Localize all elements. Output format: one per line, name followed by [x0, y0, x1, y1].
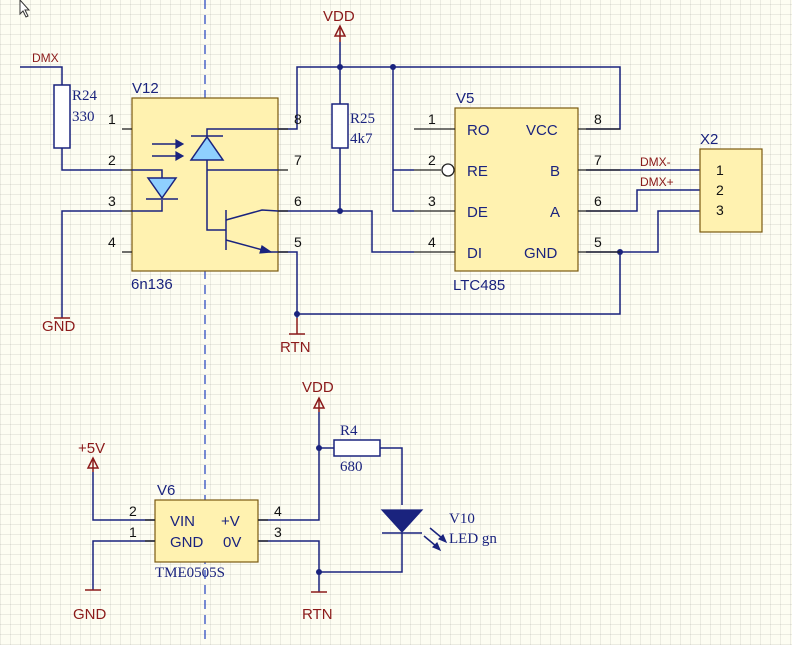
v5-pinname-gnd: GND	[524, 245, 558, 262]
plus5v-power-port[interactable]	[86, 456, 100, 472]
v5-pin-3: 3	[428, 193, 436, 209]
dcdc-converter-v6[interactable]	[145, 499, 268, 563]
gnd-label-bottom: GND	[73, 606, 107, 623]
vdd-power-port-top[interactable]	[333, 24, 347, 42]
v5-ref: V5	[456, 90, 474, 107]
v6-pin-3: 3	[274, 524, 282, 540]
v6-pinname-plusv: +V	[221, 513, 240, 530]
v12-pin-7: 7	[294, 152, 302, 168]
v6-pinname-gnd: GND	[170, 534, 204, 551]
v5-pin-1: 1	[428, 111, 436, 127]
v5-pinname-ro: RO	[467, 122, 490, 139]
r25-value: 4k7	[350, 131, 373, 147]
r24-ref: R24	[72, 88, 98, 104]
vdd-label-mid: VDD	[302, 379, 334, 396]
v6-pin-2: 2	[129, 503, 137, 519]
vdd-label-top: VDD	[323, 8, 355, 25]
v12-pin-3: 3	[108, 193, 116, 209]
resistor-r24[interactable]	[53, 84, 71, 149]
v12-pin-2: 2	[108, 152, 116, 168]
resistor-r25[interactable]	[331, 103, 349, 149]
x2-pin-1: 1	[716, 162, 724, 178]
v5-pin-2: 2	[428, 152, 436, 168]
rtn-label-top: RTN	[280, 339, 311, 356]
v5-part: LTC485	[453, 277, 505, 294]
v6-pinname-zerov: 0V	[223, 534, 241, 551]
v5-pinname-a: A	[550, 204, 560, 221]
v12-ref: V12	[132, 80, 159, 97]
x2-pin-2: 2	[716, 182, 724, 198]
net-label-dmx-plus: DMX+	[640, 175, 674, 189]
connector-x2[interactable]	[699, 148, 763, 233]
optocoupler-v12[interactable]	[122, 97, 288, 272]
resistor-r4[interactable]	[333, 439, 381, 457]
v12-pin-4: 4	[108, 234, 116, 250]
v6-pin-1: 1	[129, 524, 137, 540]
v5-pinname-de: DE	[467, 204, 488, 221]
r4-ref: R4	[340, 423, 358, 439]
v12-part: 6n136	[131, 276, 173, 293]
v12-pin-1: 1	[108, 111, 116, 127]
r24-value: 330	[72, 109, 95, 125]
v6-ref: V6	[157, 482, 175, 499]
mouse-pointer-icon	[19, 0, 31, 18]
v5-pin-4: 4	[428, 234, 436, 250]
r4-value: 680	[340, 459, 363, 475]
v5-pinname-re: RE	[467, 163, 488, 180]
v12-pin-8: 8	[294, 111, 302, 127]
transceiver-v5[interactable]	[414, 107, 620, 272]
v6-pin-4: 4	[274, 503, 282, 519]
gnd-label-left: GND	[42, 318, 76, 335]
v10-ref: V10	[449, 511, 475, 527]
x2-ref: X2	[700, 131, 718, 148]
v5-pin-6: 6	[594, 193, 602, 209]
v5-pinname-b: B	[550, 163, 560, 180]
rtn-label-bottom: RTN	[302, 606, 333, 623]
v12-pin-5: 5	[294, 234, 302, 250]
led-v10[interactable]	[380, 509, 448, 552]
net-label-dmx: DMX	[32, 51, 59, 65]
v5-pin-8: 8	[594, 111, 602, 127]
x2-pin-3: 3	[716, 202, 724, 218]
r25-ref: R25	[350, 111, 375, 127]
v5-pinname-di: DI	[467, 245, 482, 262]
v5-pin-5: 5	[594, 234, 602, 250]
rtn-power-port-top[interactable]	[289, 318, 305, 335]
net-label-dmx-minus: DMX-	[640, 155, 671, 169]
v12-pin-6: 6	[294, 193, 302, 209]
v6-part: TME0505S	[155, 565, 225, 581]
v10-part: LED gn	[449, 531, 497, 547]
plus5v-label: +5V	[78, 440, 105, 457]
v5-pin-7: 7	[594, 152, 602, 168]
v5-pinname-vcc: VCC	[526, 122, 558, 139]
v6-pinname-vin: VIN	[170, 513, 195, 530]
vdd-power-port-mid[interactable]	[312, 396, 326, 412]
